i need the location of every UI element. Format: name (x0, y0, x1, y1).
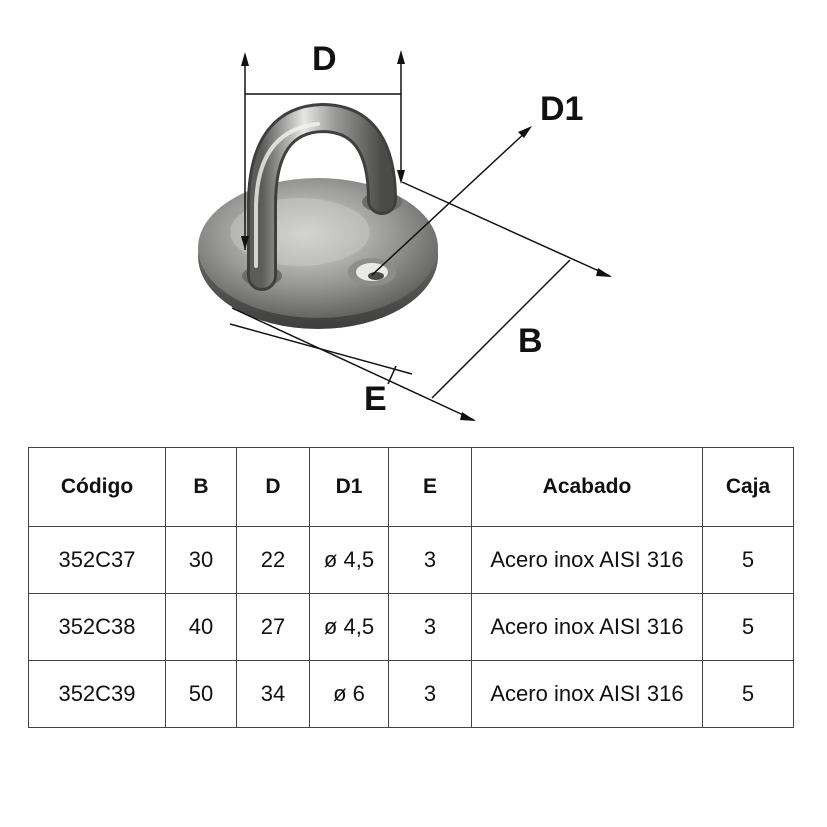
cell-caja: 5 (702, 660, 794, 728)
cell-caja: 5 (702, 526, 794, 594)
cell-d: 27 (236, 593, 310, 661)
spec-table: Código B D D1 E Acabado Caja 352C37 30 2… (28, 447, 794, 728)
table-row: 352C37 30 22 ø 4,5 3 Acero inox AISI 316… (28, 526, 794, 594)
label-b: B (518, 322, 543, 360)
header-acabado: Acabado (471, 447, 703, 527)
label-d1: D1 (540, 90, 583, 128)
cell-d: 34 (236, 660, 310, 728)
dimension-b (231, 181, 612, 421)
header-d: D (236, 447, 310, 527)
eye-plate-diagram: D D1 B E (198, 40, 612, 421)
dimension-d1 (371, 126, 532, 276)
round-plate (198, 178, 438, 329)
cell-d1: ø 4,5 (309, 526, 389, 594)
cell-e: 3 (388, 593, 472, 661)
table-row: 352C38 40 27 ø 4,5 3 Acero inox AISI 316… (28, 593, 794, 661)
cell-b: 50 (165, 660, 237, 728)
header-b: B (165, 447, 237, 527)
label-d: D (312, 40, 337, 78)
cell-b: 40 (165, 593, 237, 661)
cell-d1: ø 4,5 (309, 593, 389, 661)
cell-acabado: Acero inox AISI 316 (471, 526, 703, 594)
cell-acabado: Acero inox AISI 316 (471, 593, 703, 661)
cell-acabado: Acero inox AISI 316 (471, 660, 703, 728)
u-loop (247, 102, 397, 291)
screw-hole (348, 258, 396, 286)
cell-b: 30 (165, 526, 237, 594)
cell-e: 3 (388, 526, 472, 594)
dimension-d (241, 50, 405, 250)
table-row: 352C39 50 34 ø 6 3 Acero inox AISI 316 5 (28, 660, 794, 728)
dimension-e (229, 323, 413, 385)
header-e: E (388, 447, 472, 527)
label-e: E (364, 380, 387, 418)
header-d1: D1 (309, 447, 389, 527)
cell-e: 3 (388, 660, 472, 728)
header-caja: Caja (702, 447, 794, 527)
cell-codigo: 352C38 (28, 593, 166, 661)
cell-d: 22 (236, 526, 310, 594)
cell-caja: 5 (702, 593, 794, 661)
header-codigo: Código (28, 447, 166, 527)
cell-codigo: 352C39 (28, 660, 166, 728)
table-header-row: Código B D D1 E Acabado Caja (28, 447, 794, 527)
cell-d1: ø 6 (309, 660, 389, 728)
cell-codigo: 352C37 (28, 526, 166, 594)
